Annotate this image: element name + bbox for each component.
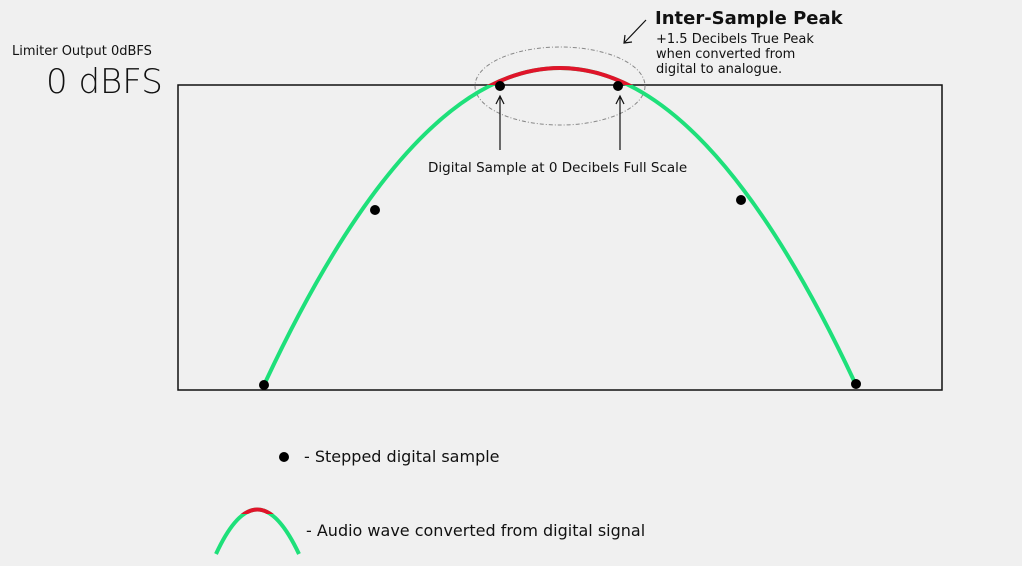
inter-sample-peak-title: Inter-Sample Peak <box>655 8 843 29</box>
sample-dots <box>259 81 861 390</box>
sample-dot <box>851 379 861 389</box>
sample-dot <box>370 205 380 215</box>
arrow-peak <box>623 19 647 44</box>
legend-wave-label: - Audio wave converted from digital sign… <box>306 521 646 540</box>
sample-dot <box>613 81 623 91</box>
analog-wave <box>262 66 858 386</box>
inter-sample-peak-segment <box>487 66 633 85</box>
true-peak-note: +1.5 Decibels True Peak when converted f… <box>656 32 814 77</box>
sample-dot <box>259 380 269 390</box>
limiter-output-label: Limiter Output 0dBFS <box>12 44 152 59</box>
peak-highlight-ellipse <box>474 46 646 126</box>
zero-dbfs-label: 0 dBFS <box>46 62 163 102</box>
sample-dot <box>495 81 505 91</box>
legend-wave-icon <box>214 507 301 555</box>
sample-arrows <box>495 19 647 150</box>
legend-dot-icon <box>279 452 289 462</box>
sample-dot <box>736 195 746 205</box>
arrow-left <box>495 94 505 150</box>
sample-label: Digital Sample at 0 Decibels Full Scale <box>428 160 688 176</box>
legend-sample-label: - Stepped digital sample <box>304 447 500 466</box>
full-scale-box <box>177 84 943 391</box>
legend-peak-icon <box>240 507 274 514</box>
arrow-right <box>615 94 625 150</box>
